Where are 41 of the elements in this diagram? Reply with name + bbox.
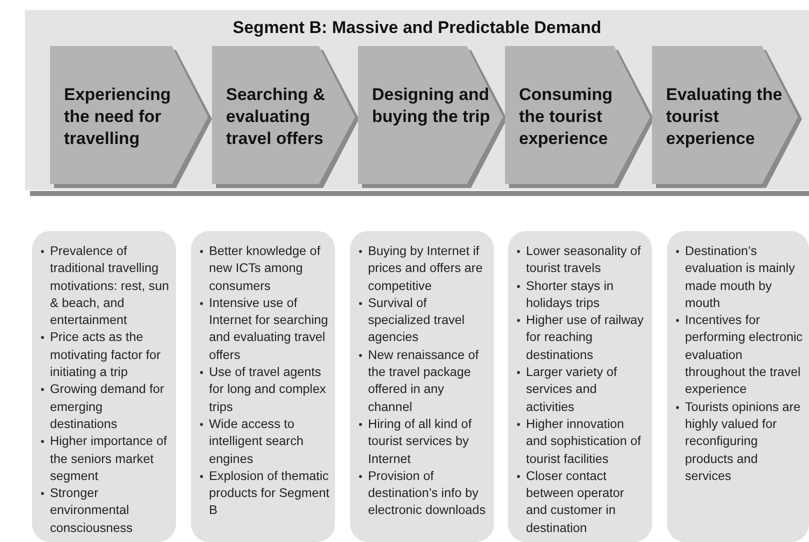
bullet-text: Lower seasonality of tourist travels: [526, 243, 642, 278]
chevron-step: [505, 46, 654, 188]
bullet-text: Larger variety of services and activities: [526, 364, 618, 416]
bullet-panel: [667, 231, 809, 542]
step-title: Searching & evaluating travel offers: [226, 84, 326, 150]
bullet-text: Higher use of railway for reaching destinations: [526, 312, 645, 364]
step-title: Evaluating the tourist experience: [666, 84, 784, 150]
bullet-text: Provision of destination’s info by electronic downloads: [368, 468, 487, 520]
bullet-text: Closer contact between operator and customer in destination: [526, 468, 626, 537]
step-title: Consuming the tourist experience: [519, 84, 614, 150]
bullet-text: Shorter stays in holidays trips: [526, 278, 614, 312]
bullet-text: Prevalence of traditional travelling motivations: rest, sun & beach, and entertainment: [50, 243, 170, 330]
bullet-panel: [350, 231, 494, 542]
step-title: Designing and buying the trip: [372, 84, 492, 128]
band-title: Segment B: Massive and Predictable Demand: [232, 18, 602, 38]
bullet-text: Tourists opinions are highly valued for reconfiguring products and services: [685, 398, 802, 485]
chevron-step: [358, 46, 507, 188]
chevron-step: [652, 46, 802, 188]
bullet-text: Growing demand for emerging destinations: [50, 381, 166, 433]
bullet-text: Incentives for performing electronic evaluation throughout the travel experience: [685, 312, 804, 398]
bullet-panel: [191, 231, 335, 542]
bullet-text: Hiring of all kind of tourist services by Internet: [368, 416, 473, 468]
bullet-text: Intensive use of Internet for searching and evaluating travel offers: [209, 294, 330, 364]
bullet-text: New renaissance of the travel package offered in any channel: [368, 346, 480, 416]
bullet-panel: [32, 231, 176, 542]
chevron-step: [212, 46, 359, 188]
bullet-text: Buying by Internet if prices and offers are competitive: [368, 243, 484, 295]
bullet-panel: [508, 231, 652, 542]
bullet-text: Stronger environmental consciousness: [50, 485, 134, 537]
bullet-text: Survival of specialized travel agencies: [368, 294, 466, 346]
bullet-text: Wide access to intelligent search engines: [209, 416, 305, 468]
bullet-text: Higher importance of the seniors market segment: [50, 433, 168, 485]
header-band: [25, 10, 809, 190]
bullet-text: Use of travel agents for long and complex trips: [209, 364, 327, 416]
bullet-text: Price acts as the motivating factor for initiating a trip: [50, 329, 162, 382]
step-title: Experiencing the need for travelling: [64, 84, 172, 150]
bullet-text: Explosion of thematic products for Segment B: [209, 468, 330, 520]
bullet-text: Higher innovation and sophistication of tourist facilities: [526, 416, 642, 468]
bullet-text: Better knowledge of new ICTs among consumers: [209, 243, 322, 295]
bullet-text: Destination’s evaluation is mainly made mouth by mouth: [685, 243, 796, 312]
chevron-step: [50, 46, 212, 188]
